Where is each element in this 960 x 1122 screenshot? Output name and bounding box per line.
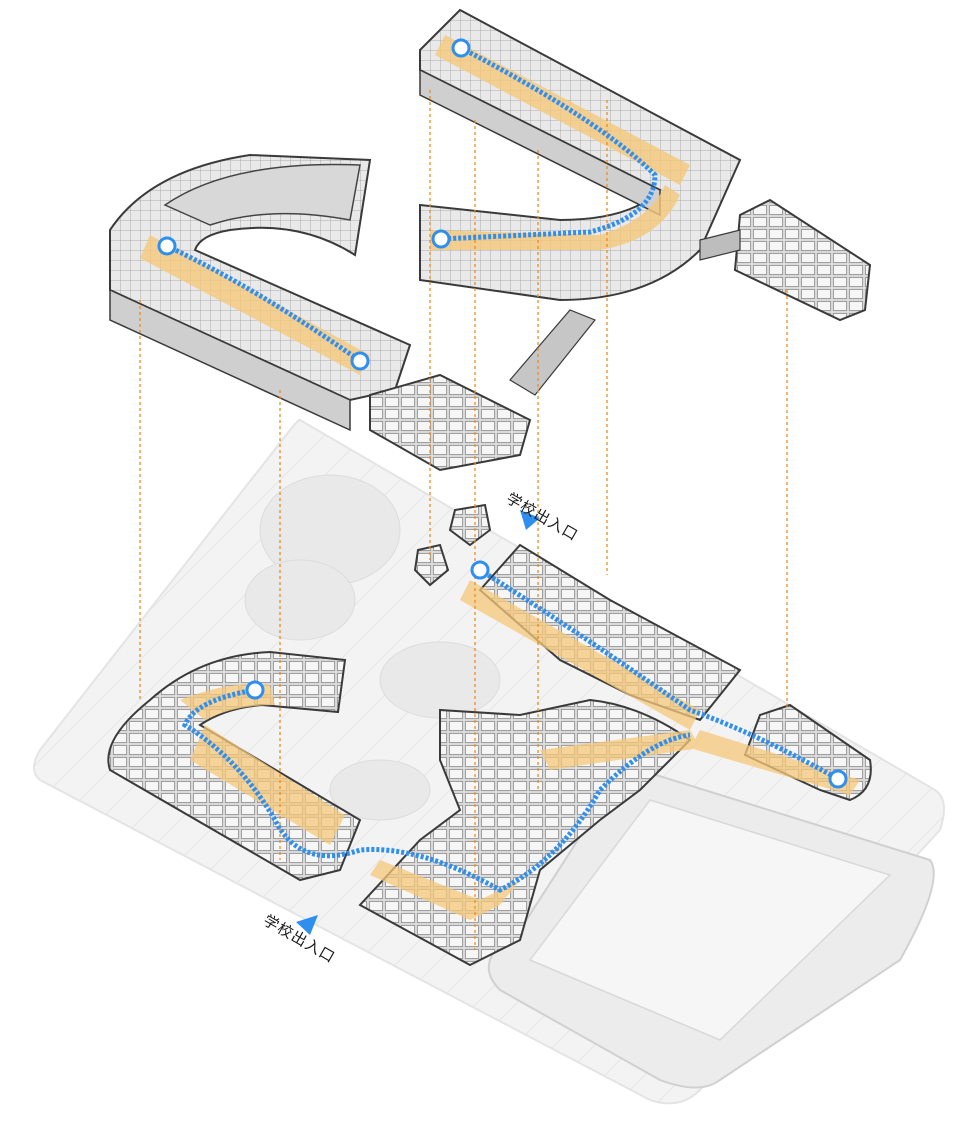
route-upper-north	[440, 45, 658, 242]
ground-north-wing	[478, 543, 742, 722]
landscape-area	[244, 474, 501, 821]
route-ground-main	[478, 567, 840, 782]
gate-house	[413, 543, 450, 587]
upper-east-block	[733, 198, 872, 322]
route-node-icon	[350, 351, 370, 371]
running-track	[487, 768, 935, 1089]
bridge	[699, 229, 741, 261]
gate-house	[448, 503, 492, 547]
route-upper-west	[165, 243, 362, 364]
route-ground-west	[181, 687, 691, 893]
route-nodes	[157, 38, 848, 789]
upper-west-facade	[109, 288, 351, 432]
bridge	[509, 309, 596, 396]
circulation-routes	[165, 45, 840, 893]
projection-lines	[139, 90, 788, 950]
entrance-arrow-icon	[296, 915, 318, 935]
upper-link-block	[369, 373, 532, 472]
route-node-icon	[245, 680, 265, 700]
route-node-icon	[451, 38, 471, 58]
upper-level-buildings	[109, 8, 872, 472]
route-node-icon	[431, 229, 451, 249]
route-node-icon	[157, 236, 177, 256]
gym-roof	[163, 163, 361, 226]
entrance-arrow-icon	[520, 510, 540, 530]
route-node-icon	[828, 769, 848, 789]
route-node-icon	[470, 560, 490, 580]
